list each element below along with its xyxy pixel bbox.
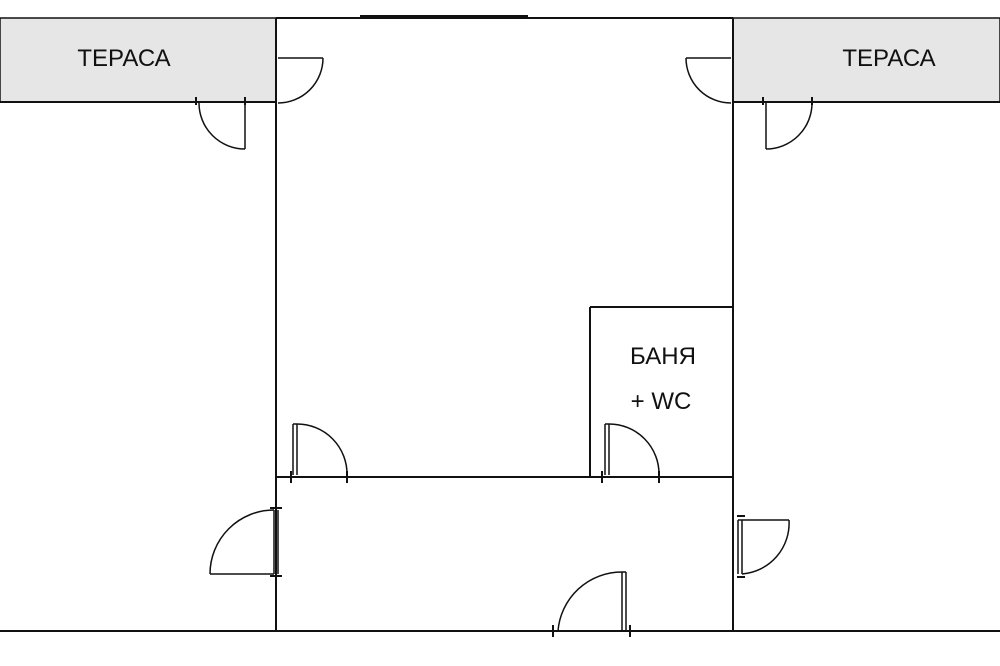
terrace-left-label: ТЕРАСА: [77, 45, 170, 72]
door-terrace-right-top: [685, 57, 732, 104]
door-terrace-left-top: [277, 57, 324, 104]
door-bathroom: [601, 423, 660, 483]
door-terrace-left-lower: [195, 97, 246, 150]
door-entrance: [552, 571, 631, 637]
door-left-room-corridor: [209, 507, 282, 577]
walls: [0, 15, 1000, 632]
door-terrace-right-lower: [762, 97, 813, 150]
terrace-right: [732, 17, 1000, 103]
bathroom-label-line2: + WC: [631, 388, 692, 415]
terrace-right-label: ТЕРАСА: [842, 45, 935, 72]
bathroom-label-line1: БАНЯ: [630, 343, 696, 370]
door-center-room: [290, 423, 348, 483]
door-right-room-corridor: [737, 515, 790, 578]
terrace-left: [0, 17, 277, 103]
